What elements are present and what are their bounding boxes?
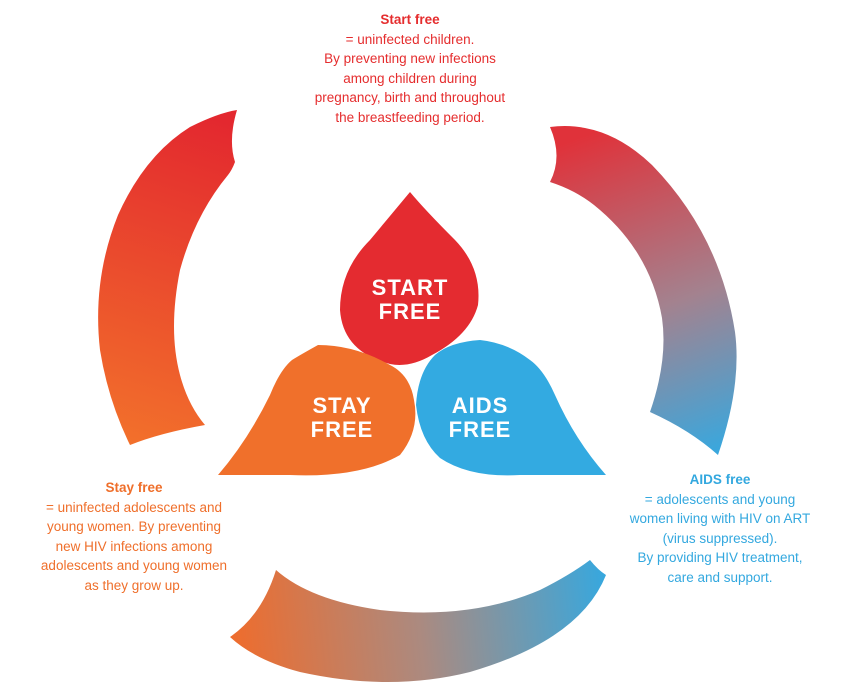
start-free-petal	[340, 192, 479, 365]
caption-line: women living with HIV on ART	[629, 511, 811, 526]
caption-heading: AIDS free	[689, 472, 751, 487]
caption-line: (virus suppressed).	[662, 530, 778, 546]
petal-label-line: FREE	[310, 417, 374, 442]
petal-label-line: START	[371, 275, 449, 300]
petal-label-line: FREE	[378, 299, 442, 324]
stay-free-caption: Stay free = uninfected adolescents and y…	[0, 478, 268, 595]
caption-line: By providing HIV treatment,	[637, 550, 803, 565]
caption-line: = uninfected adolescents and	[45, 499, 222, 515]
cycle-arrow-bottom	[230, 560, 606, 682]
petal-label-line: FREE	[448, 417, 512, 442]
caption-line: young women. By preventing	[46, 519, 222, 534]
cycle-arrow-right	[550, 126, 737, 456]
caption-line: = adolescents and young	[644, 491, 796, 507]
stay-free-petal-label: STAY FREE	[282, 394, 402, 442]
caption-line: the breastfeeding period.	[335, 109, 485, 125]
caption-line: care and support.	[667, 569, 773, 585]
start-free-caption: Start free = uninfected children. By pre…	[250, 10, 570, 127]
aids-free-petal	[416, 340, 606, 476]
caption-heading: Start free	[380, 12, 440, 27]
stay-free-petal	[218, 345, 416, 476]
aids-free-caption: AIDS free = adolescents and young women …	[598, 470, 842, 587]
cycle-arrow-left	[98, 110, 237, 445]
caption-line: By preventing new infections	[324, 51, 496, 66]
caption-line: pregnancy, birth and throughout	[314, 90, 506, 105]
petal-label-line: STAY	[312, 393, 372, 418]
caption-line: new HIV infections among	[55, 538, 213, 554]
caption-heading: Stay free	[105, 480, 163, 495]
caption-line: adolescents and young women	[40, 558, 228, 573]
petal-label-line: AIDS	[451, 393, 509, 418]
start-free-petal-label: START FREE	[350, 276, 470, 324]
aids-free-petal-label: AIDS FREE	[420, 394, 540, 442]
caption-line: = uninfected children.	[345, 31, 475, 47]
caption-line: as they grow up.	[84, 577, 184, 593]
caption-line: among children during	[343, 70, 477, 86]
